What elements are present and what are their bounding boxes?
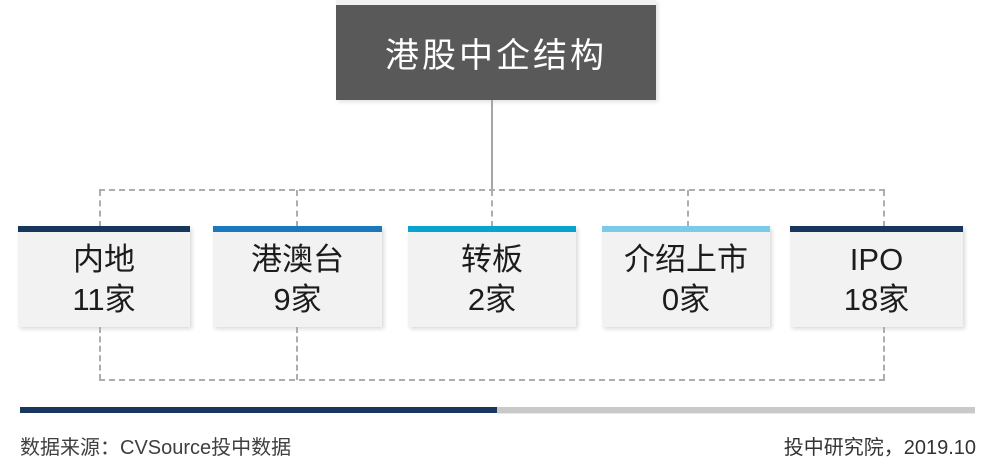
node-label: IPO — [849, 241, 904, 277]
node-label: 介绍上市 — [624, 241, 748, 277]
node-count: 11家 — [72, 281, 136, 317]
node-accent-bar — [408, 226, 576, 232]
connector-top-node5 — [883, 190, 885, 227]
connector-bottom-horizontal — [99, 379, 885, 381]
node-count: 9家 — [273, 281, 322, 317]
footer-bar-left-segment — [20, 407, 497, 413]
root-node-label: 港股中企结构 — [385, 37, 607, 75]
connector-bottom-node2 — [296, 327, 298, 380]
node-mainland: 内地 11家 — [18, 226, 190, 327]
connector-bottom-node1 — [99, 327, 101, 380]
connector-top-node1 — [99, 190, 101, 227]
node-label: 转板 — [461, 241, 523, 277]
node-accent-bar — [602, 226, 770, 232]
node-label: 内地 — [73, 241, 135, 277]
connector-top-node4 — [687, 190, 689, 227]
node-accent-bar — [213, 226, 382, 232]
node-label: 港澳台 — [251, 241, 344, 277]
node-hk-macau-taiwan: 港澳台 9家 — [213, 226, 382, 327]
footer-bar-right-segment — [497, 407, 975, 414]
node-count: 2家 — [467, 281, 517, 317]
node-accent-bar — [18, 226, 190, 232]
connector-bottom-node5 — [883, 327, 885, 380]
node-ipo: IPO 18家 — [790, 226, 963, 327]
connector-top-node2 — [296, 190, 298, 227]
node-count: 0家 — [661, 281, 711, 317]
connector-top-node3 — [491, 190, 493, 227]
data-source-text: 数据来源：CVSource投中数据 — [20, 437, 292, 459]
credit-text: 投中研究院，2019.10 — [783, 437, 976, 459]
node-accent-bar — [790, 226, 963, 232]
connector-root-drop — [491, 100, 493, 190]
node-board-transfer: 转板 2家 — [408, 226, 576, 327]
root-node: 港股中企结构 — [336, 0, 656, 100]
node-listing-by-introduction: 介绍上市 0家 — [602, 226, 770, 327]
node-count: 18家 — [843, 281, 910, 317]
